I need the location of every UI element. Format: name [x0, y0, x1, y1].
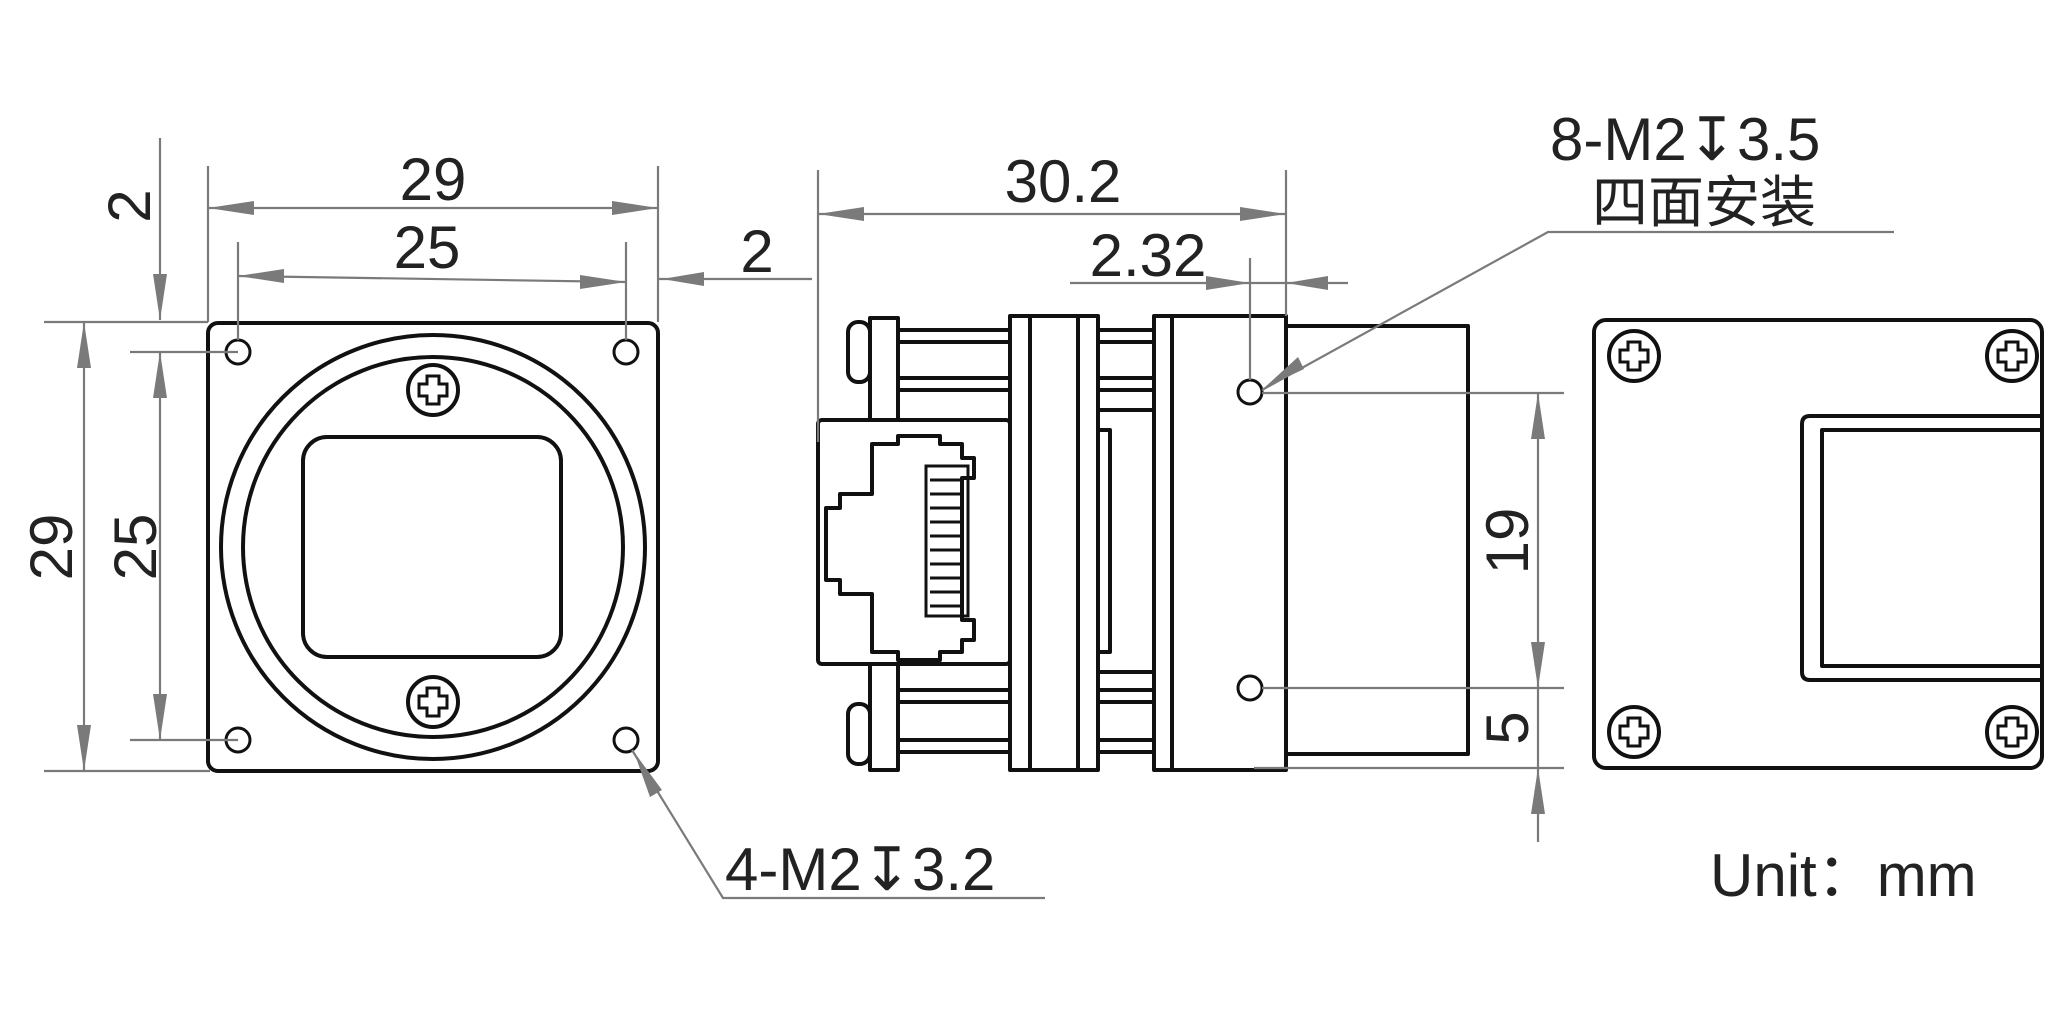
rear-screw-top-right-icon: [1985, 329, 2039, 383]
rear-post-top: [846, 320, 872, 384]
mount-screw-top-icon: [406, 363, 460, 417]
rear-housing: [1592, 318, 2044, 770]
rear-screw-top-left-icon: [1607, 329, 1661, 383]
cooling-rail-6: [1096, 376, 1156, 392]
rear-screw-bottom-left-icon: [1607, 705, 1661, 759]
front-housing: [206, 321, 660, 773]
front-dimensions: [44, 138, 1045, 900]
side-holes-callout: 8-M2↧3.5: [1550, 106, 1820, 173]
rear-screw-bottom-right-icon: [1985, 705, 2039, 759]
cooling-rail-3: [896, 688, 1012, 704]
front-flange-offset-label: 2: [740, 218, 773, 285]
side-hole-offset-label: 2.32: [1090, 222, 1207, 289]
front-width-outer-label: 29: [400, 146, 467, 213]
sensor-window: [301, 435, 563, 659]
front-hole-bottom-right: [612, 726, 640, 754]
lens-mount-inner-ring: [241, 355, 625, 739]
lens-tube: [1284, 324, 1470, 756]
front-height-outer-label: 29: [18, 514, 85, 581]
side-holes-note: 四面安装: [1592, 171, 1816, 236]
side-hole-edge-label: 5: [1474, 711, 1541, 744]
inner-spacer: [1096, 428, 1112, 654]
units-label: Unit：mm: [1710, 842, 1977, 909]
front-width-holes-label: 25: [394, 214, 461, 281]
cooling-rail-5: [1096, 328, 1156, 344]
rear-post-bottom: [846, 702, 872, 766]
side-hole-spacing-label: 19: [1474, 508, 1541, 575]
front-top-offset-label: 2: [96, 189, 163, 222]
lens-mount-outer-ring: [219, 333, 647, 761]
cooling-rail-1: [896, 328, 1012, 344]
front-view: [206, 321, 660, 773]
front-hole-top-right: [612, 338, 640, 366]
side-length-label: 30.2: [1005, 148, 1122, 215]
cooling-rail-8: [1096, 738, 1156, 754]
rj45-connector-icon: [816, 418, 1012, 666]
middle-frame: [1008, 314, 1100, 772]
cooling-rail-2: [896, 376, 1012, 392]
rear-view: [1592, 318, 2044, 770]
front-holes-callout: 4-M2↧3.2: [725, 836, 995, 903]
front-height-holes-label: 25: [102, 514, 169, 581]
mount-screw-bottom-icon: [406, 675, 460, 729]
rear-connector-opening: [1800, 414, 2042, 682]
cooling-rail-4: [896, 738, 1012, 754]
side-dimensions: [816, 170, 1894, 842]
cooling-rail-7: [1096, 688, 1156, 704]
side-view: [816, 314, 1470, 772]
